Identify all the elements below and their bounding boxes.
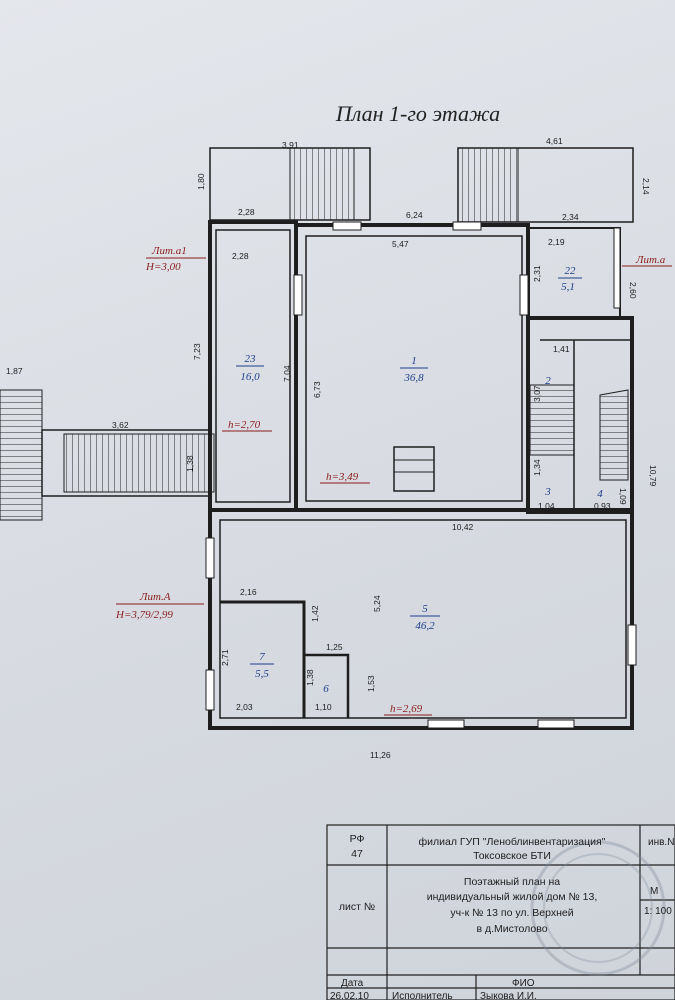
svg-text:47: 47	[351, 848, 363, 860]
svg-text:ФИО: ФИО	[512, 978, 535, 989]
svg-text:0,93: 0,93	[594, 501, 611, 511]
svg-text:1: 100: 1: 100	[644, 906, 672, 917]
windows	[205, 221, 637, 729]
svg-text:РФ: РФ	[350, 833, 365, 845]
svg-text:1,38: 1,38	[305, 669, 315, 686]
svg-text:10,42: 10,42	[452, 522, 474, 532]
svg-text:Дата: Дата	[341, 978, 364, 989]
svg-text:26.02.10: 26.02.10	[330, 991, 369, 1000]
svg-text:инв.N: инв.N	[648, 837, 674, 848]
svg-text:23: 23	[245, 353, 257, 365]
svg-text:1,42: 1,42	[310, 605, 320, 622]
svg-text:2,34: 2,34	[562, 212, 579, 222]
svg-text:Исполнитель: Исполнитель	[392, 991, 453, 1000]
svg-text:5,5: 5,5	[255, 668, 269, 680]
svg-text:2,71: 2,71	[220, 649, 230, 666]
svg-text:5,24: 5,24	[372, 595, 382, 612]
svg-text:h=2,70: h=2,70	[228, 419, 261, 431]
title-block-text: РФ 47 филиал ГУП "Леноблинвентаризация" …	[330, 833, 674, 1000]
svg-text:индивидуальный жилой дом № 13,: индивидуальный жилой дом № 13,	[427, 891, 598, 903]
svg-text:Зыкова И.И.: Зыкова И.И.	[480, 991, 537, 1000]
svg-text:филиал ГУП "Леноблинвентаризац: филиал ГУП "Леноблинвентаризация"	[419, 836, 606, 848]
room-labels: 1 36,8 23 16,0 22 5,1 2 3 4 5 46,2 6 7 5…	[236, 265, 603, 695]
svg-text:1: 1	[411, 355, 417, 367]
svg-text:1,09: 1,09	[618, 488, 628, 505]
svg-text:1,53: 1,53	[366, 675, 376, 692]
walls	[0, 147, 634, 730]
svg-text:5,47: 5,47	[392, 239, 409, 249]
svg-text:5: 5	[422, 603, 428, 615]
svg-text:6,73: 6,73	[312, 381, 322, 398]
svg-text:3,62: 3,62	[112, 420, 129, 430]
svg-text:16,0: 16,0	[240, 371, 260, 383]
svg-text:2,16: 2,16	[240, 587, 257, 597]
svg-text:7: 7	[259, 651, 265, 663]
svg-text:2,31: 2,31	[532, 265, 542, 282]
svg-text:лист №: лист №	[339, 901, 375, 913]
svg-text:7,23: 7,23	[192, 343, 202, 360]
dimension-labels: 3,91 4,61 1,80 2,14 2,28 6,24 2,34 5,47 …	[6, 136, 658, 760]
svg-text:2,28: 2,28	[238, 207, 255, 217]
svg-text:1,80: 1,80	[196, 173, 206, 190]
svg-text:3,91: 3,91	[282, 140, 299, 150]
svg-text:6: 6	[323, 683, 329, 695]
svg-text:М: М	[650, 886, 658, 897]
svg-text:Токсовское БТИ: Токсовское БТИ	[473, 850, 551, 862]
plan-title: План 1-го этажа	[335, 101, 500, 126]
svg-text:10,79: 10,79	[648, 465, 658, 487]
svg-text:5,1: 5,1	[561, 281, 575, 293]
svg-text:2,19: 2,19	[548, 237, 565, 247]
title-block	[326, 824, 675, 1000]
svg-text:1,38: 1,38	[185, 455, 195, 472]
svg-text:2,28: 2,28	[232, 251, 249, 261]
svg-text:2: 2	[545, 375, 551, 387]
svg-text:в д.Мистолово: в д.Мистолово	[476, 923, 547, 935]
svg-text:4: 4	[597, 488, 603, 500]
svg-text:2,03: 2,03	[236, 702, 253, 712]
svg-text:1,04: 1,04	[538, 501, 555, 511]
svg-text:4,61: 4,61	[546, 136, 563, 146]
svg-text:2,60: 2,60	[628, 282, 638, 299]
ceiling-heights: h=2,70 h=3,49 h=2,69	[222, 419, 432, 716]
lit-a1-height: H=3,00	[145, 261, 181, 273]
svg-text:36,8: 36,8	[403, 372, 424, 384]
lit-labels: Лит.а1 H=3,00 Лит.а Лит.А H=3,79/2,99	[115, 245, 672, 621]
lit-a-small: Лит.а	[635, 254, 666, 266]
svg-text:22: 22	[565, 265, 577, 277]
svg-text:3: 3	[544, 486, 551, 498]
svg-text:1,87: 1,87	[6, 366, 23, 376]
svg-text:3,07: 3,07	[532, 385, 542, 402]
svg-text:h=3,49: h=3,49	[326, 471, 359, 483]
svg-text:Поэтажный план на: Поэтажный план на	[464, 876, 560, 888]
lit-A-height: H=3,79/2,99	[115, 609, 173, 621]
svg-text:11,26: 11,26	[370, 750, 391, 760]
svg-text:h=2,69: h=2,69	[390, 703, 423, 715]
svg-text:уч-к № 13 по ул. Верхней: уч-к № 13 по ул. Верхней	[450, 907, 573, 919]
svg-text:1,41: 1,41	[553, 344, 570, 354]
svg-text:1,25: 1,25	[326, 642, 343, 652]
svg-text:1,34: 1,34	[532, 459, 542, 476]
svg-text:7,04: 7,04	[282, 365, 292, 382]
svg-text:1,10: 1,10	[315, 702, 332, 712]
svg-text:2,14: 2,14	[641, 178, 651, 195]
svg-text:46,2: 46,2	[415, 620, 435, 632]
lit-a1-name: Лит.а1	[151, 245, 187, 257]
lit-A-name: Лит.А	[139, 591, 171, 603]
svg-text:6,24: 6,24	[406, 210, 423, 220]
